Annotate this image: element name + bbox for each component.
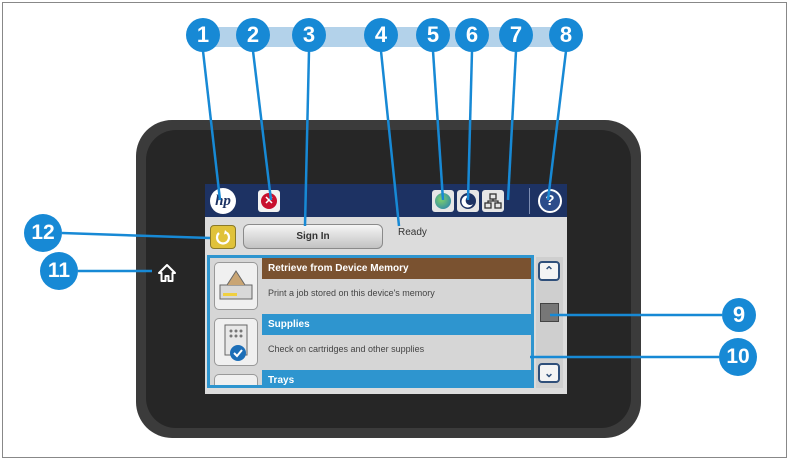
list-item-supplies[interactable]: Supplies Check on cartridges and other s… [210, 314, 531, 370]
network-globe-icon [435, 193, 451, 209]
scrollbar-track[interactable]: ⌃ ⌄ [536, 257, 563, 388]
stop-button[interactable]: ✕ [258, 190, 280, 212]
reset-icon [215, 230, 231, 245]
list-item-description: Print a job stored on this device's memo… [268, 288, 435, 298]
list-item-title: Retrieve from Device Memory [262, 258, 531, 279]
callout-3: 3 [292, 18, 326, 52]
callout-8: 8 [549, 18, 583, 52]
memory-icon [214, 262, 258, 310]
callout-7: 7 [499, 18, 533, 52]
callout-4: 4 [364, 18, 398, 52]
list-item-retrieve[interactable]: Retrieve from Device Memory Print a job … [210, 258, 531, 314]
sleep-button[interactable] [457, 190, 479, 212]
header-divider [529, 188, 530, 214]
application-list[interactable]: Retrieve from Device Memory Print a job … [207, 255, 534, 388]
callout-10: 10 [719, 338, 757, 376]
list-item-trays[interactable]: Trays [210, 370, 531, 385]
scrollbar-thumb[interactable] [540, 303, 559, 322]
list-item-title: Supplies [262, 314, 531, 335]
callout-9: 9 [722, 298, 756, 332]
list-item-description: Check on cartridges and other supplies [268, 344, 425, 354]
screen-header: hp ✕ ? [205, 184, 567, 217]
home-icon[interactable] [157, 263, 177, 283]
callout-11: 11 [40, 252, 78, 290]
hp-logo-icon[interactable]: hp [210, 188, 236, 214]
callout-6: 6 [455, 18, 489, 52]
callout-5: 5 [416, 18, 450, 52]
callout-2: 2 [236, 18, 270, 52]
list-item-title: Trays [262, 370, 531, 385]
supplies-icon [214, 318, 258, 366]
callout-12: 12 [24, 214, 62, 252]
status-text: Ready [398, 227, 427, 238]
sleep-icon [460, 193, 476, 209]
figure-frame [2, 2, 787, 458]
scroll-down-icon[interactable]: ⌄ [538, 363, 560, 383]
scroll-up-icon[interactable]: ⌃ [538, 261, 560, 281]
trays-icon [214, 374, 258, 385]
callout-1: 1 [186, 18, 220, 52]
language-button[interactable] [432, 190, 454, 212]
network-button[interactable] [482, 190, 504, 212]
reset-button[interactable] [210, 225, 236, 249]
ethernet-icon [484, 193, 502, 209]
sign-in-button[interactable]: Sign In [243, 224, 383, 249]
touchscreen: hp ✕ ? Sign In Ready [205, 184, 567, 394]
stop-icon: ✕ [261, 193, 277, 209]
